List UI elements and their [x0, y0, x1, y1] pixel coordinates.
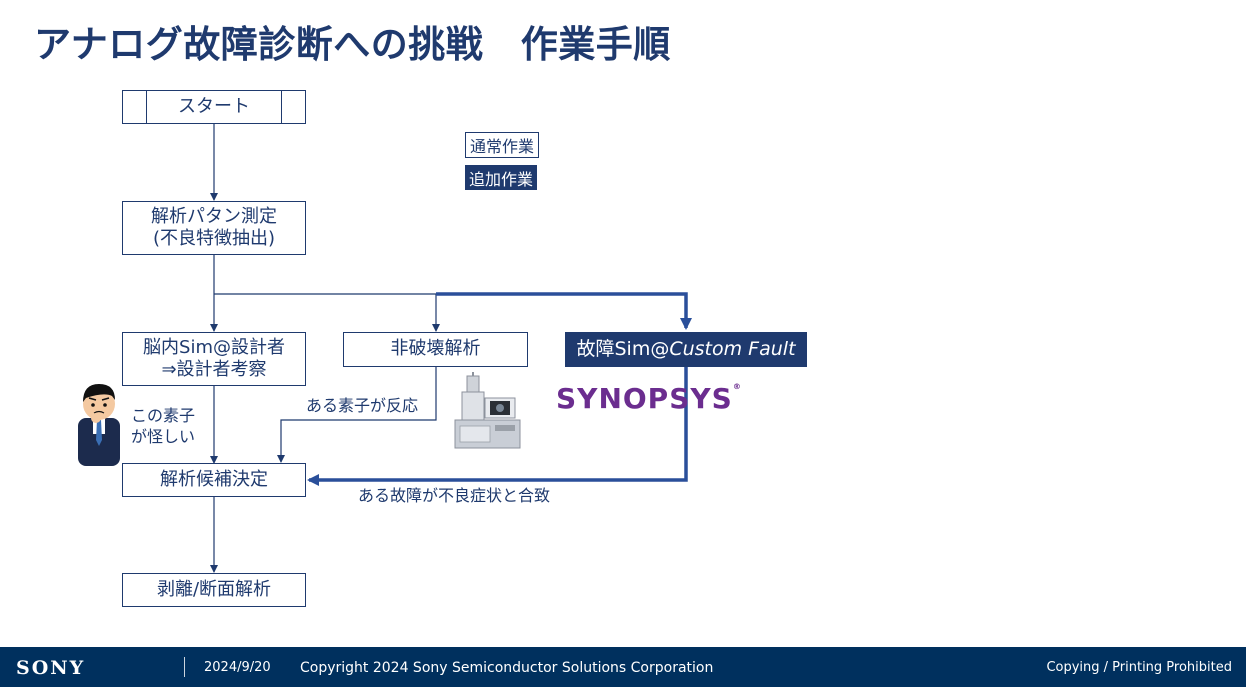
legend-additional: 追加作業	[465, 165, 538, 190]
worried-person-illustration	[78, 384, 120, 466]
note-fault-matched: ある故障が不良症状と合致	[358, 486, 551, 505]
footer-copyright: Copyright 2024 Sony Semiconductor Soluti…	[300, 660, 714, 676]
nondestructive-label: 非破壊解析	[390, 338, 481, 360]
brain-sim-box: 脳内Sim@設計者 ⇒設計者考察	[122, 332, 306, 386]
measure-label-line2: (不良特徴抽出)	[152, 228, 276, 249]
analysis-equipment-illustration	[454, 372, 521, 449]
arrow-to-fault-sim	[436, 292, 692, 330]
fault-sim-box: 故障Sim@Custom Fault	[565, 332, 807, 367]
arrow-fault-sim-to-candidate	[307, 367, 688, 486]
candidate-label: 解析候補決定	[160, 468, 268, 490]
delamination-box: 剥離/断面解析	[122, 573, 306, 607]
footer-bar: SONY 2024/9/20 Copyright 2024 Sony Semic…	[0, 647, 1246, 687]
candidate-box: 解析候補決定	[122, 463, 306, 497]
nondestructive-box: 非破壊解析	[343, 332, 528, 367]
note-suspicious-line1: この素子	[131, 406, 196, 425]
footer-divider	[184, 657, 185, 677]
legend-normal-label: 通常作業	[470, 137, 535, 156]
legend-additional-label: 追加作業	[469, 169, 534, 189]
brain-sim-label-line2: ⇒設計者考察	[161, 359, 267, 380]
note-suspicious-line2: が怪しい	[131, 426, 196, 446]
legend-normal: 通常作業	[465, 132, 540, 158]
synopsys-logo: SYNOPSYS®	[556, 382, 742, 415]
note-suspicious: この素子 が怪しい	[131, 406, 195, 448]
start-box: スタート	[122, 90, 306, 124]
brain-sim-label-line1: 脳内Sim@設計者	[143, 336, 285, 358]
start-label: スタート	[178, 95, 250, 117]
synopsys-logo-text: SYNOPSYS	[556, 382, 733, 415]
fault-sim-label-prefix: 故障Sim@	[576, 337, 670, 360]
delamination-label: 剥離/断面解析	[156, 578, 272, 600]
arrow-nondestructive-to-candidate	[277, 366, 437, 463]
note-element-reacted: ある素子が反応	[306, 396, 419, 415]
footer-date: 2024/9/20	[204, 660, 271, 675]
measure-box: 解析パタン測定 (不良特徴抽出)	[122, 201, 306, 255]
sony-logo: SONY	[16, 657, 86, 679]
measure-label-line1: 解析パタン測定	[151, 205, 277, 227]
fault-sim-label-tool: Custom Fault	[669, 337, 796, 360]
page-title: アナログ故障診断への挑戦 作業手順	[34, 23, 671, 66]
footer-notice: Copying / Printing Prohibited	[1046, 660, 1232, 675]
